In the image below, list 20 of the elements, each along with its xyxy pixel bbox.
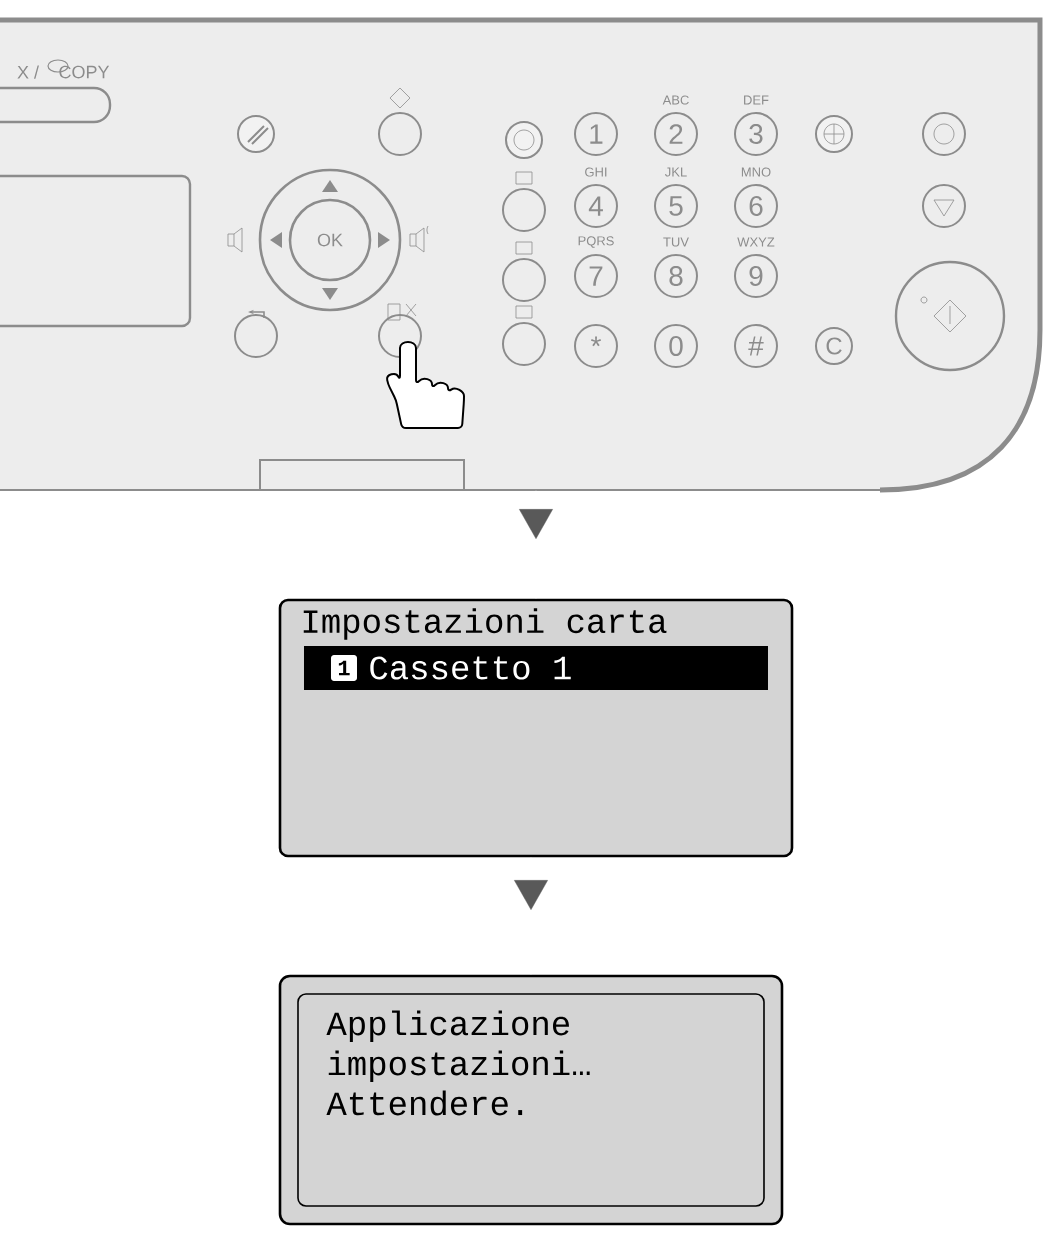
keypad-button: 0 — [654, 324, 698, 368]
keypad-button: 5 — [654, 184, 698, 228]
button-label: X / — [17, 65, 39, 79]
keypad-button: 7 — [574, 254, 618, 298]
screen-message: Applicazione impostazioni… Attendere. — [326, 1010, 590, 1116]
keypad-button: 3 — [734, 112, 778, 156]
keypad-button: * — [574, 324, 618, 368]
selection-bar: 1 Cassetto 1 — [304, 646, 768, 690]
keypad-button: 2 — [654, 112, 698, 156]
screen-title: Impostazioni carta — [303, 608, 667, 640]
button-label: OK — [317, 233, 343, 247]
keypad-button: # — [734, 324, 778, 368]
control-panel-drawing — [0, 17, 1043, 493]
button-label: COPY — [59, 65, 110, 79]
keypad-button: 9 — [734, 254, 778, 298]
keypad-button: C — [815, 327, 853, 365]
keypad-button: 4 — [574, 184, 618, 228]
keypad-button: 1 — [574, 112, 618, 156]
keypad-button: 6 — [734, 184, 778, 228]
keypad-button: 8 — [654, 254, 698, 298]
